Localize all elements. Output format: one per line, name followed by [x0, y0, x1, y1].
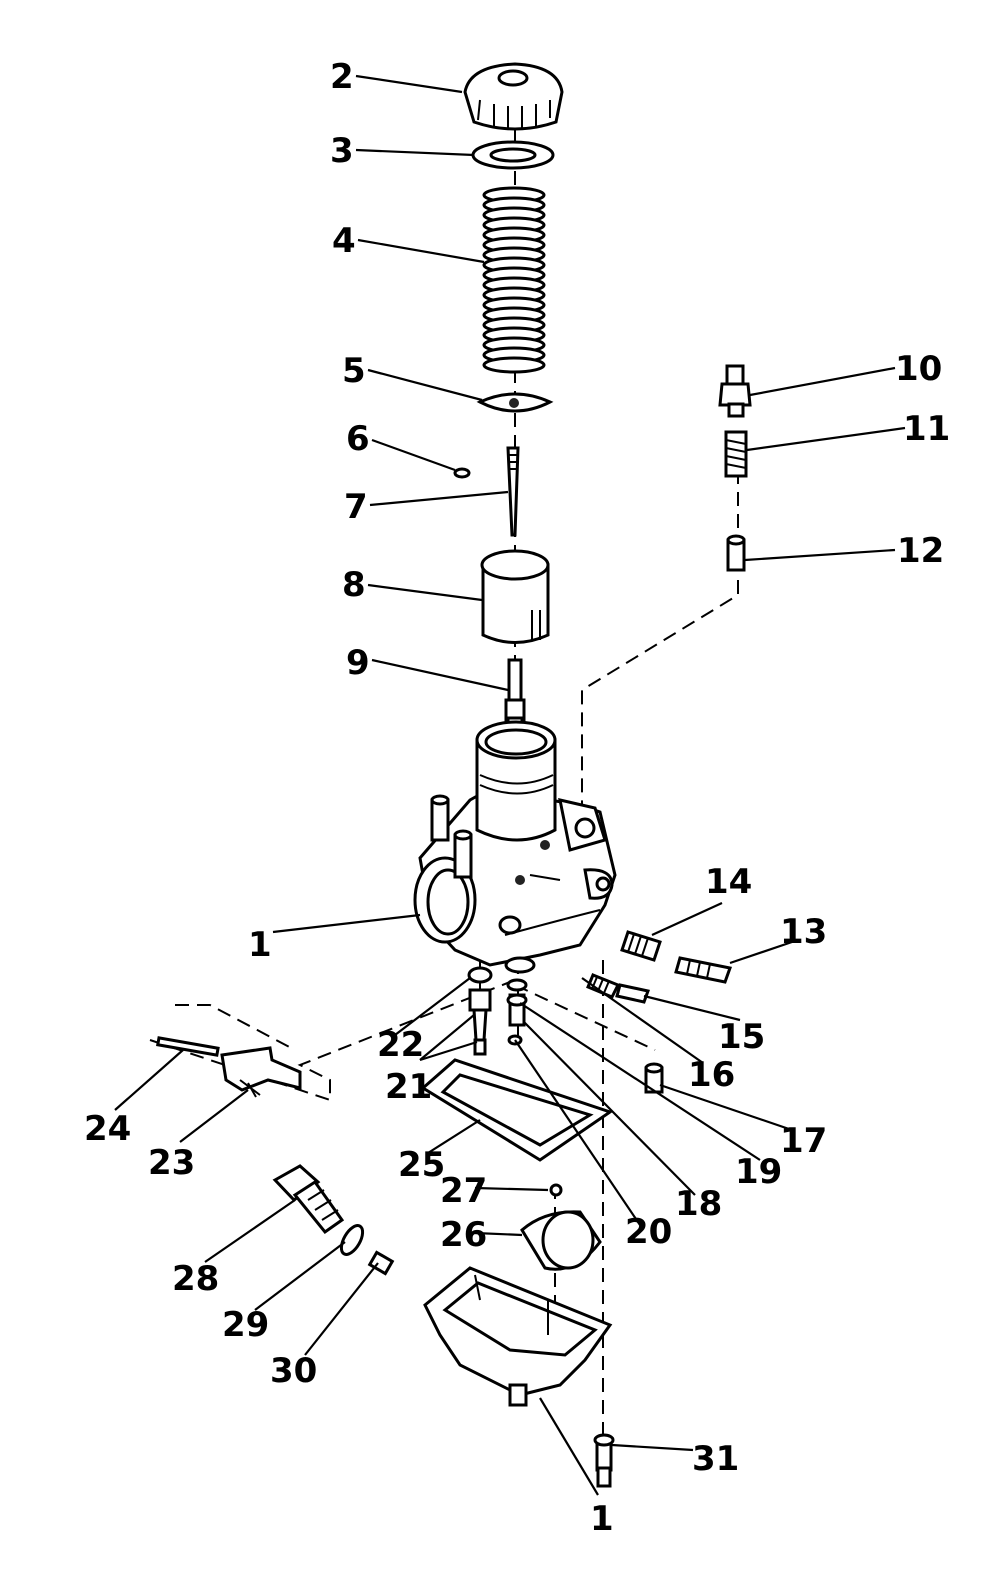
part-clip	[453, 467, 471, 479]
callout-18: 18	[675, 1184, 722, 1224]
callout-17: 17	[780, 1121, 827, 1161]
callout-8: 8	[342, 565, 366, 605]
part-pilot-jet	[467, 966, 493, 1056]
callout-1-body: 1	[248, 925, 272, 965]
part-washer	[471, 140, 555, 170]
callout-10: 10	[895, 349, 942, 389]
callout-26: 26	[440, 1215, 487, 1255]
part-retainer-plate	[476, 392, 554, 413]
part-idle-spring	[620, 930, 662, 962]
callout-19: 19	[735, 1152, 782, 1192]
callout-25: 25	[398, 1145, 445, 1185]
part-starter-plunger	[644, 1062, 664, 1094]
callout-11: 11	[903, 409, 950, 449]
callout-28: 28	[172, 1259, 219, 1299]
callout-21: 21	[385, 1067, 432, 1107]
part-plunger	[726, 534, 746, 572]
part-needle	[506, 446, 520, 537]
part-float-pin	[156, 1036, 220, 1057]
callout-20: 20	[625, 1212, 672, 1252]
callout-16: 16	[688, 1055, 735, 1095]
callout-6: 6	[346, 419, 370, 459]
callout-4: 4	[332, 221, 356, 261]
callout-1-bowl: 1	[590, 1499, 614, 1539]
part-drain-plug	[367, 1250, 395, 1276]
part-idle-screw	[674, 956, 732, 984]
callout-30: 30	[270, 1351, 317, 1391]
part-cap	[463, 62, 564, 131]
part-drain-bolt	[272, 1164, 345, 1235]
callout-29: 29	[222, 1305, 269, 1345]
part-air-screw	[615, 983, 650, 1004]
callout-31: 31	[692, 1439, 739, 1479]
part-gasket	[420, 1058, 614, 1162]
callout-5: 5	[342, 351, 366, 391]
callout-12: 12	[897, 531, 944, 571]
callout-13: 13	[780, 912, 827, 952]
spring-coil	[482, 356, 546, 374]
callout-7: 7	[344, 487, 368, 527]
callout-23: 23	[148, 1143, 195, 1183]
leader-lines	[114, 74, 906, 1496]
callout-22: 22	[377, 1025, 424, 1065]
part-spring	[482, 186, 546, 374]
callout-27: 27	[440, 1171, 487, 1211]
part-float-arm	[220, 1046, 302, 1098]
part-float	[520, 1210, 602, 1271]
part-float-needle	[549, 1183, 563, 1197]
part-float-bowl	[423, 1266, 613, 1407]
callout-2: 2	[330, 57, 354, 97]
callout-9: 9	[346, 643, 370, 683]
part-bowl-screw	[593, 1433, 615, 1488]
callout-24: 24	[84, 1109, 131, 1149]
callout-labels: 2 3 4 5 6 7 8 9 10 11 12 14 13 15 16 17 …	[84, 57, 950, 1539]
part-carburetor-body	[413, 720, 617, 974]
part-throttle-valve	[480, 549, 550, 644]
callout-14: 14	[705, 862, 752, 902]
part-drain-washer	[339, 1224, 365, 1256]
callout-15: 15	[718, 1017, 765, 1057]
part-small-spring	[724, 430, 748, 478]
callout-3: 3	[330, 131, 354, 171]
part-adjuster-screw	[718, 364, 752, 418]
